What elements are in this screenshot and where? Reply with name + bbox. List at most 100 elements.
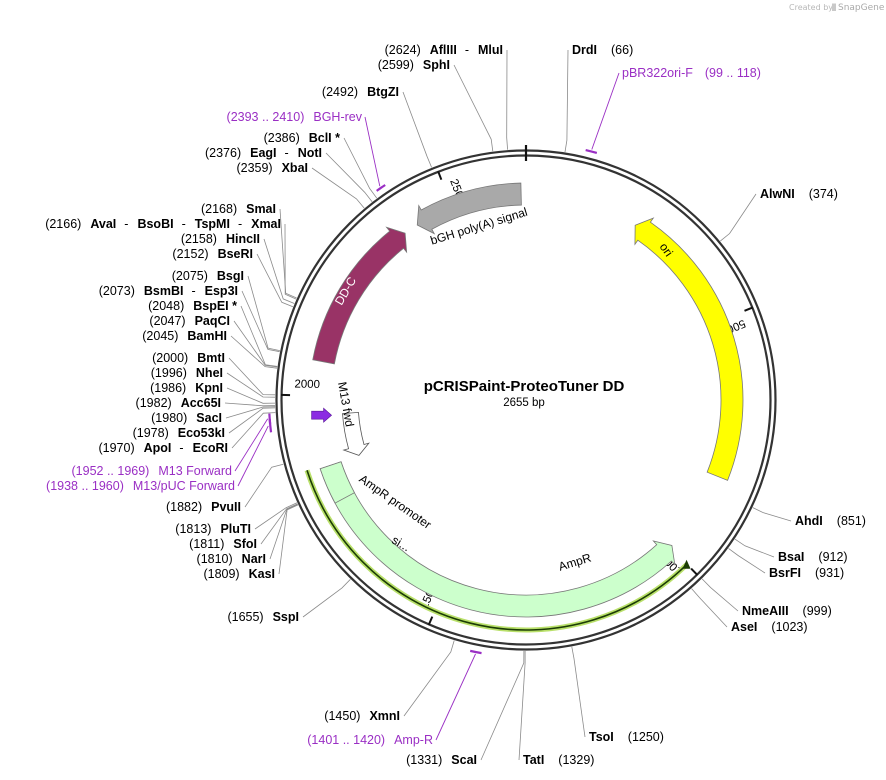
site-position: (1810) — [197, 552, 233, 566]
site-leader — [226, 387, 276, 404]
primer-label[interactable]: (1938 .. 1960)M13/pUC Forward — [46, 479, 235, 493]
site-label[interactable]: (1980)SacI — [151, 411, 222, 425]
site-label[interactable]: (2386)BclI * — [264, 131, 341, 145]
svg-text:(2073)BsmBI-Esp3I: (2073)BsmBI-Esp3I — [99, 284, 238, 298]
site-label[interactable]: (2492)BtgZI — [322, 85, 399, 99]
svg-text:(1952 .. 1969)M13 Forward: (1952 .. 1969)M13 Forward — [72, 464, 233, 478]
site-name: NmeAIII — [742, 604, 789, 618]
svg-text:(1813)PluTI: (1813)PluTI — [175, 522, 251, 536]
site-leader — [225, 406, 276, 419]
site-label[interactable]: (1810)NarI — [197, 552, 266, 566]
site-name: BsaI — [778, 550, 804, 564]
svg-text:AhdI(851): AhdI(851) — [795, 514, 866, 528]
site-name: BsgI — [217, 269, 244, 283]
site-label[interactable]: DrdI(66) — [572, 43, 633, 57]
site-name: XbaI — [282, 161, 308, 175]
credit-brand: SnapGene — [838, 3, 885, 13]
site-label[interactable]: (1986)KpnI — [150, 381, 223, 395]
site-label[interactable]: (1811)SfoI — [189, 537, 257, 551]
primer-label[interactable]: (1401 .. 1420)Amp-R — [307, 733, 433, 747]
site-name: HincII — [226, 232, 260, 246]
svg-text:(1450)XmnI: (1450)XmnI — [324, 709, 400, 723]
site-name: BsrFI — [769, 566, 801, 580]
site-label[interactable]: (2599)SphI — [378, 58, 450, 72]
svg-text:(2075)BsgI: (2075)BsgI — [172, 269, 244, 283]
site-label[interactable]: NmeAIII(999) — [742, 604, 832, 618]
site-label[interactable]: (1450)XmnI — [324, 709, 400, 723]
feature-ori[interactable] — [634, 217, 744, 481]
svg-text:(2047)PaqCI: (2047)PaqCI — [149, 314, 230, 328]
site-position: (1331) — [406, 753, 442, 767]
site-label[interactable]: (2047)PaqCI — [149, 314, 230, 328]
site-label[interactable]: (1970)ApoI-EcoRI — [98, 441, 228, 455]
site-label[interactable]: (2168)SmaI — [201, 202, 276, 216]
feature-ampr-promoter[interactable] — [342, 411, 370, 456]
site-name: BmtI — [197, 351, 225, 365]
site-label[interactable]: (1331)ScaI — [406, 753, 477, 767]
site-name: BtgZI — [367, 85, 399, 99]
site-label[interactable]: BsaI(912) — [778, 550, 848, 564]
site-name: TspMI — [195, 217, 230, 231]
primer-range: (1401 .. 1420) — [307, 733, 385, 747]
site-name: BclI * — [309, 131, 340, 145]
site-leader — [302, 579, 351, 618]
svg-text:(2168)SmaI: (2168)SmaI — [201, 202, 276, 216]
svg-text:(2045)BamHI: (2045)BamHI — [142, 329, 227, 343]
primer-mark — [469, 649, 482, 655]
primer-mark — [268, 418, 273, 433]
site-leader — [734, 538, 775, 558]
site-label[interactable]: (2376)EagI-NotI — [205, 146, 322, 160]
site-position: (2047) — [149, 314, 185, 328]
svg-text:(1978)Eco53kI: (1978)Eco53kI — [133, 426, 225, 440]
site-label[interactable]: (2073)BsmBI-Esp3I — [99, 284, 238, 298]
site-position: (2158) — [181, 232, 217, 246]
site-label[interactable]: (1882)PvuII — [166, 500, 241, 514]
site-leader — [226, 372, 276, 398]
feature-dd-c[interactable] — [312, 226, 408, 365]
svg-text:(1980)SacI: (1980)SacI — [151, 411, 222, 425]
site-name: EcoRI — [193, 441, 228, 455]
site-leader — [402, 91, 432, 168]
site-label[interactable]: (1996)NheI — [151, 366, 223, 380]
site-label[interactable]: (2045)BamHI — [142, 329, 227, 343]
svg-text:TatI(1329): TatI(1329) — [523, 753, 594, 767]
site-position: (1978) — [133, 426, 169, 440]
primer-leader — [234, 418, 269, 472]
site-name: NheI — [196, 366, 223, 380]
site-label[interactable]: (1655)SspI — [227, 610, 299, 624]
site-label[interactable]: (1978)Eco53kI — [133, 426, 225, 440]
site-label[interactable]: (1813)PluTI — [175, 522, 251, 536]
primer-label[interactable]: (1952 .. 1969)M13 Forward — [72, 464, 233, 478]
site-label[interactable]: (2152)BseRI — [172, 247, 253, 261]
site-label[interactable]: (2166)AvaI-BsoBI-TspMI-XmaI — [45, 217, 281, 231]
svg-text:(2359)XbaI: (2359)XbaI — [236, 161, 308, 175]
site-leader — [233, 320, 278, 368]
feature-m13-fwd[interactable] — [311, 407, 333, 423]
site-label[interactable]: (2048)BspEI * — [148, 299, 237, 313]
feature-si[interactable] — [319, 461, 355, 504]
site-position: (374) — [809, 187, 838, 201]
site-label[interactable]: AseI(1023) — [731, 620, 808, 634]
site-name: TsoI — [589, 730, 614, 744]
site-label[interactable]: (2624)AflIII-MluI — [385, 43, 503, 57]
primer-label[interactable]: (2393 .. 2410)BGH-rev — [227, 110, 363, 124]
site-label[interactable]: BsrFI(931) — [769, 566, 844, 580]
site-leader — [224, 402, 276, 407]
feature-ampr[interactable] — [319, 461, 676, 618]
site-leader — [231, 412, 276, 449]
feature-bgh-poly-a-signal[interactable] — [416, 182, 522, 235]
site-name: EagI — [250, 146, 276, 160]
primer-mark — [585, 148, 598, 155]
site-label[interactable]: (2158) HincII — [181, 232, 260, 246]
site-label[interactable]: (1982)Acc65I — [136, 396, 221, 410]
site-label[interactable]: (2075)BsgI — [172, 269, 244, 283]
site-label[interactable]: AlwNI(374) — [760, 187, 838, 201]
primer-label[interactable]: pBR322ori-F(99 .. 118) — [622, 66, 761, 80]
site-label[interactable]: TsoI(1250) — [589, 730, 664, 744]
site-name: TatI — [523, 753, 544, 767]
site-label[interactable]: (2000)BmtI — [152, 351, 225, 365]
site-label[interactable]: (1809)KasI — [203, 567, 275, 581]
site-label[interactable]: AhdI(851) — [795, 514, 866, 528]
site-label[interactable]: (2359)XbaI — [236, 161, 308, 175]
site-label[interactable]: TatI(1329) — [523, 753, 594, 767]
